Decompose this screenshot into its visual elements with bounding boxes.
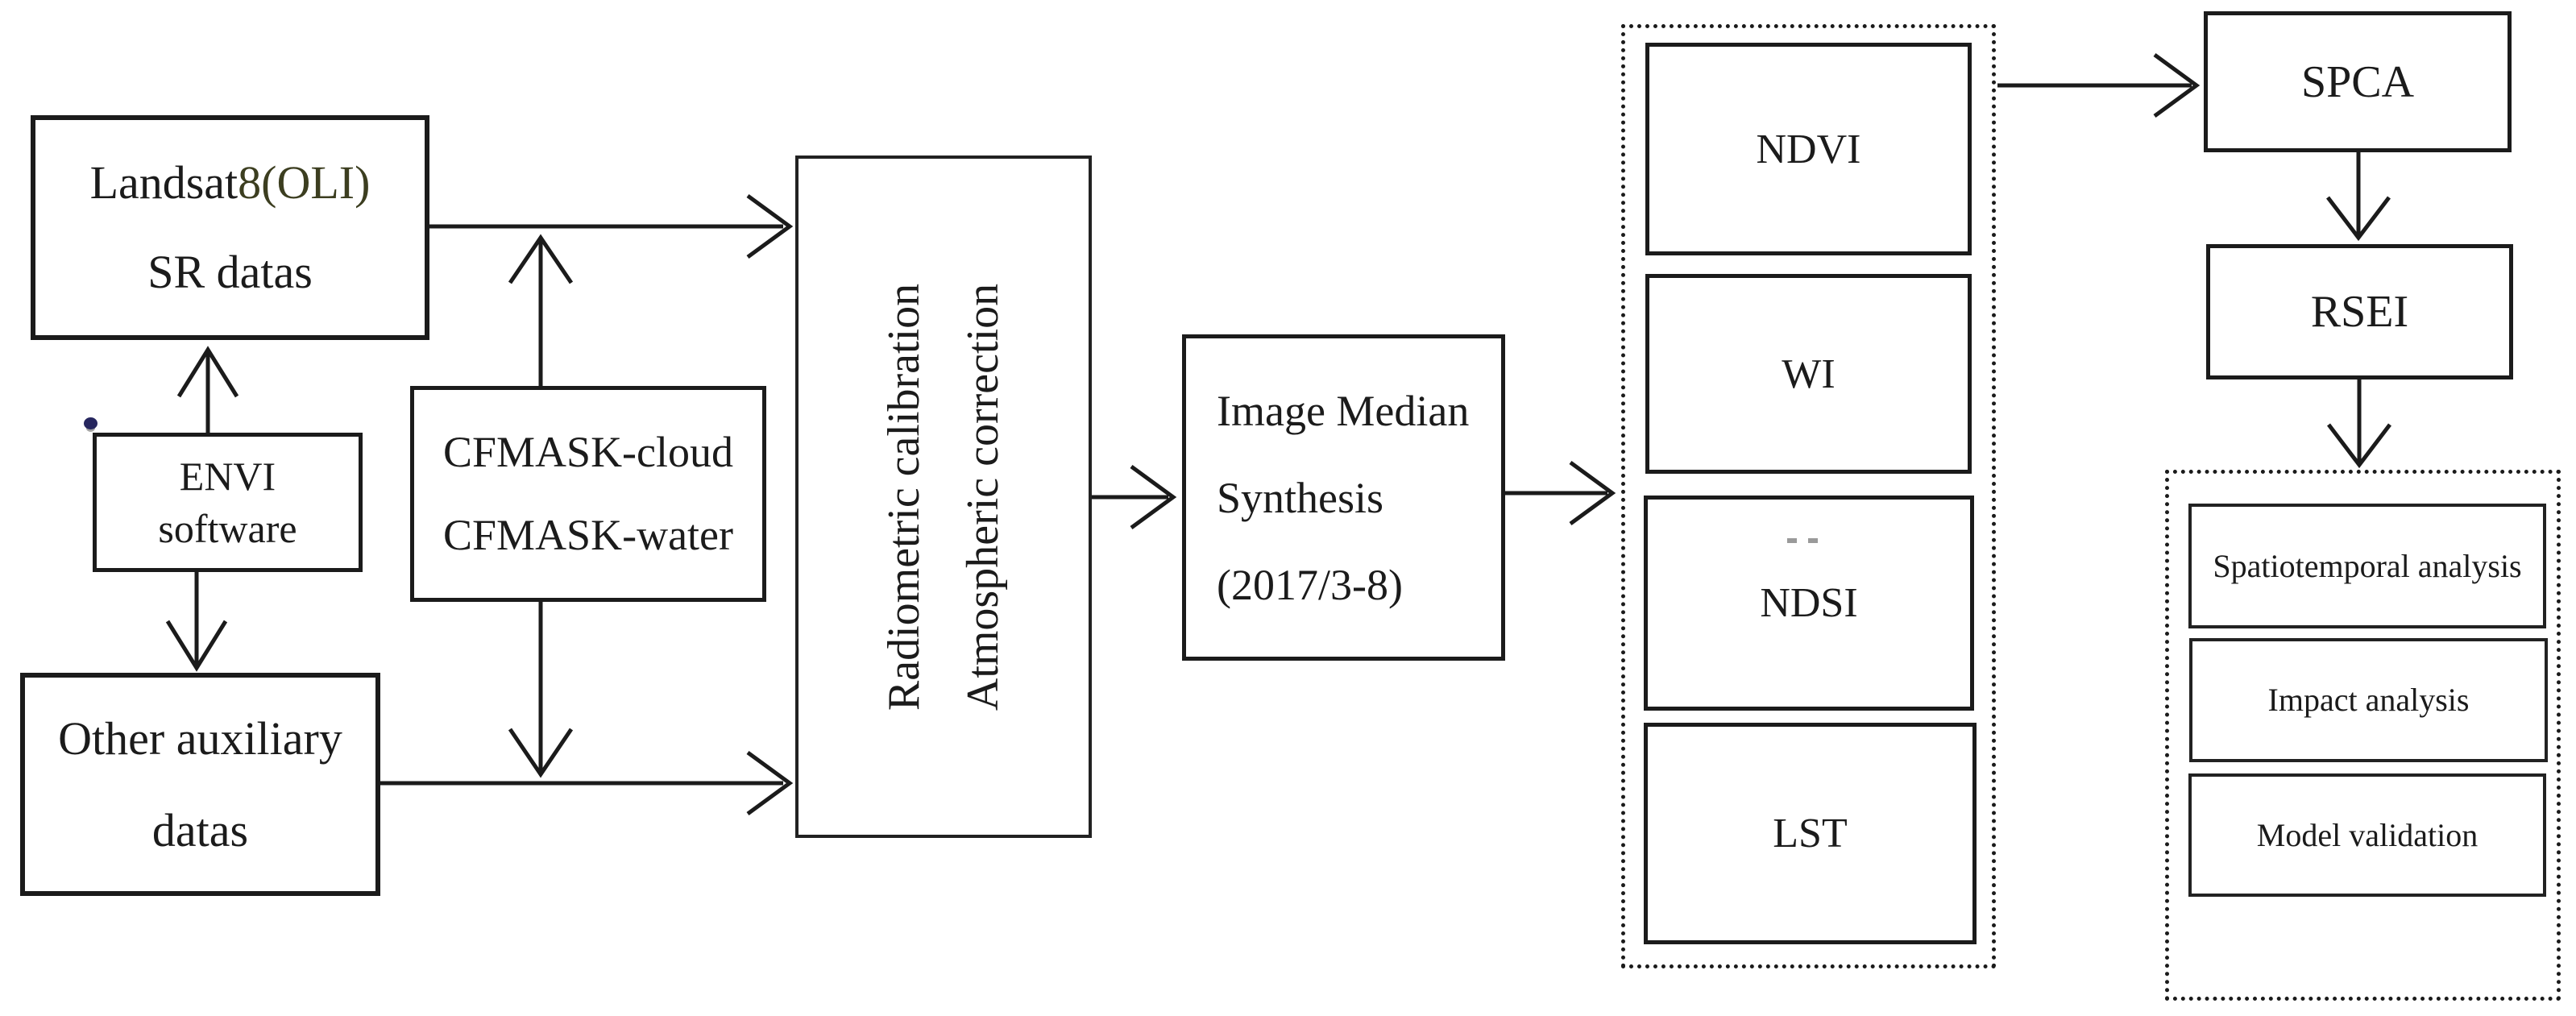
arrow-landsat-to-radiometric [429, 193, 794, 259]
cfmask-line2: CFMASK-water [443, 511, 733, 559]
median-line1: Image Median [1217, 386, 1470, 435]
other-line1: Other auxiliary [58, 712, 342, 765]
other-line2: datas [151, 803, 249, 856]
node-impact-analysis: Impact analysis [2189, 638, 2548, 762]
impact-label: Impact analysis [2267, 682, 2470, 718]
node-lst: LST [1644, 723, 1977, 944]
node-cfmask: CFMASK-cloud CFMASK-water [410, 386, 766, 602]
ndsi-label: NDSI [1760, 580, 1858, 626]
node-image-median-synthesis: Image Median Synthesis (2017/3-8) [1182, 334, 1505, 661]
arrow-cfmask-down [508, 602, 574, 778]
node-envi-software: ENVI software [93, 433, 363, 572]
ndvi-label: NDVI [1756, 126, 1861, 172]
envi-line1: ENVI [179, 453, 276, 499]
node-other-auxiliary-data: Other auxiliary datas [20, 673, 380, 896]
radiometric-line2: Atmospheric correction [958, 283, 1008, 711]
lst-label: LST [1773, 811, 1848, 856]
arrow-indices-to-spca [1997, 52, 2201, 118]
landsat-line2: SR datas [147, 245, 313, 298]
median-line3: (2017/3-8) [1217, 560, 1403, 609]
node-landsat-sr-data: Landsat8(OLI) SR datas [31, 115, 429, 340]
ink-dot-artifact [84, 417, 97, 429]
arrow-radiometric-to-median [1092, 464, 1177, 530]
arrow-envi-to-other [165, 572, 228, 672]
node-spca: SPCA [2204, 11, 2512, 152]
wi-label: WI [1782, 350, 1836, 397]
spca-label: SPCA [2300, 56, 2415, 107]
node-ndsi: NDSI [1644, 496, 1974, 711]
arrow-cfmask-up [508, 234, 574, 386]
landsat-text-olive: 8(OLI) [238, 156, 371, 209]
node-wi: WI [1645, 274, 1972, 474]
model-validation-label: Model validation [2256, 816, 2479, 853]
radiometric-line1: Radiometric calibration [879, 283, 929, 711]
node-rsei: RSEI [2206, 244, 2513, 379]
arrow-median-to-indices [1505, 460, 1616, 526]
arrow-rsei-to-analysis [2327, 379, 2391, 469]
rsei-label: RSEI [2310, 287, 2409, 337]
arrow-spca-to-rsei [2326, 152, 2391, 242]
spatiotemporal-label: Spatiotemporal analysis [2213, 547, 2522, 584]
smudge-marks [1787, 538, 1836, 545]
median-line2: Synthesis [1217, 473, 1384, 522]
radiometric-rotated-text: Radiometric calibration Atmospheric corr… [865, 283, 1023, 710]
landsat-text-black: Landsat [89, 156, 239, 209]
node-ndvi: NDVI [1645, 43, 1972, 255]
node-model-validation: Model validation [2188, 773, 2546, 897]
envi-line2: software [158, 505, 297, 551]
arrow-other-to-radiometric [380, 750, 794, 816]
cfmask-line1: CFMASK-cloud [442, 428, 734, 477]
node-spatiotemporal-analysis: Spatiotemporal analysis [2188, 504, 2546, 628]
node-radiometric-atmospheric: Radiometric calibration Atmospheric corr… [795, 156, 1092, 838]
arrow-envi-to-landsat [176, 346, 239, 433]
landsat-line1: Landsat8(OLI) [90, 139, 371, 227]
